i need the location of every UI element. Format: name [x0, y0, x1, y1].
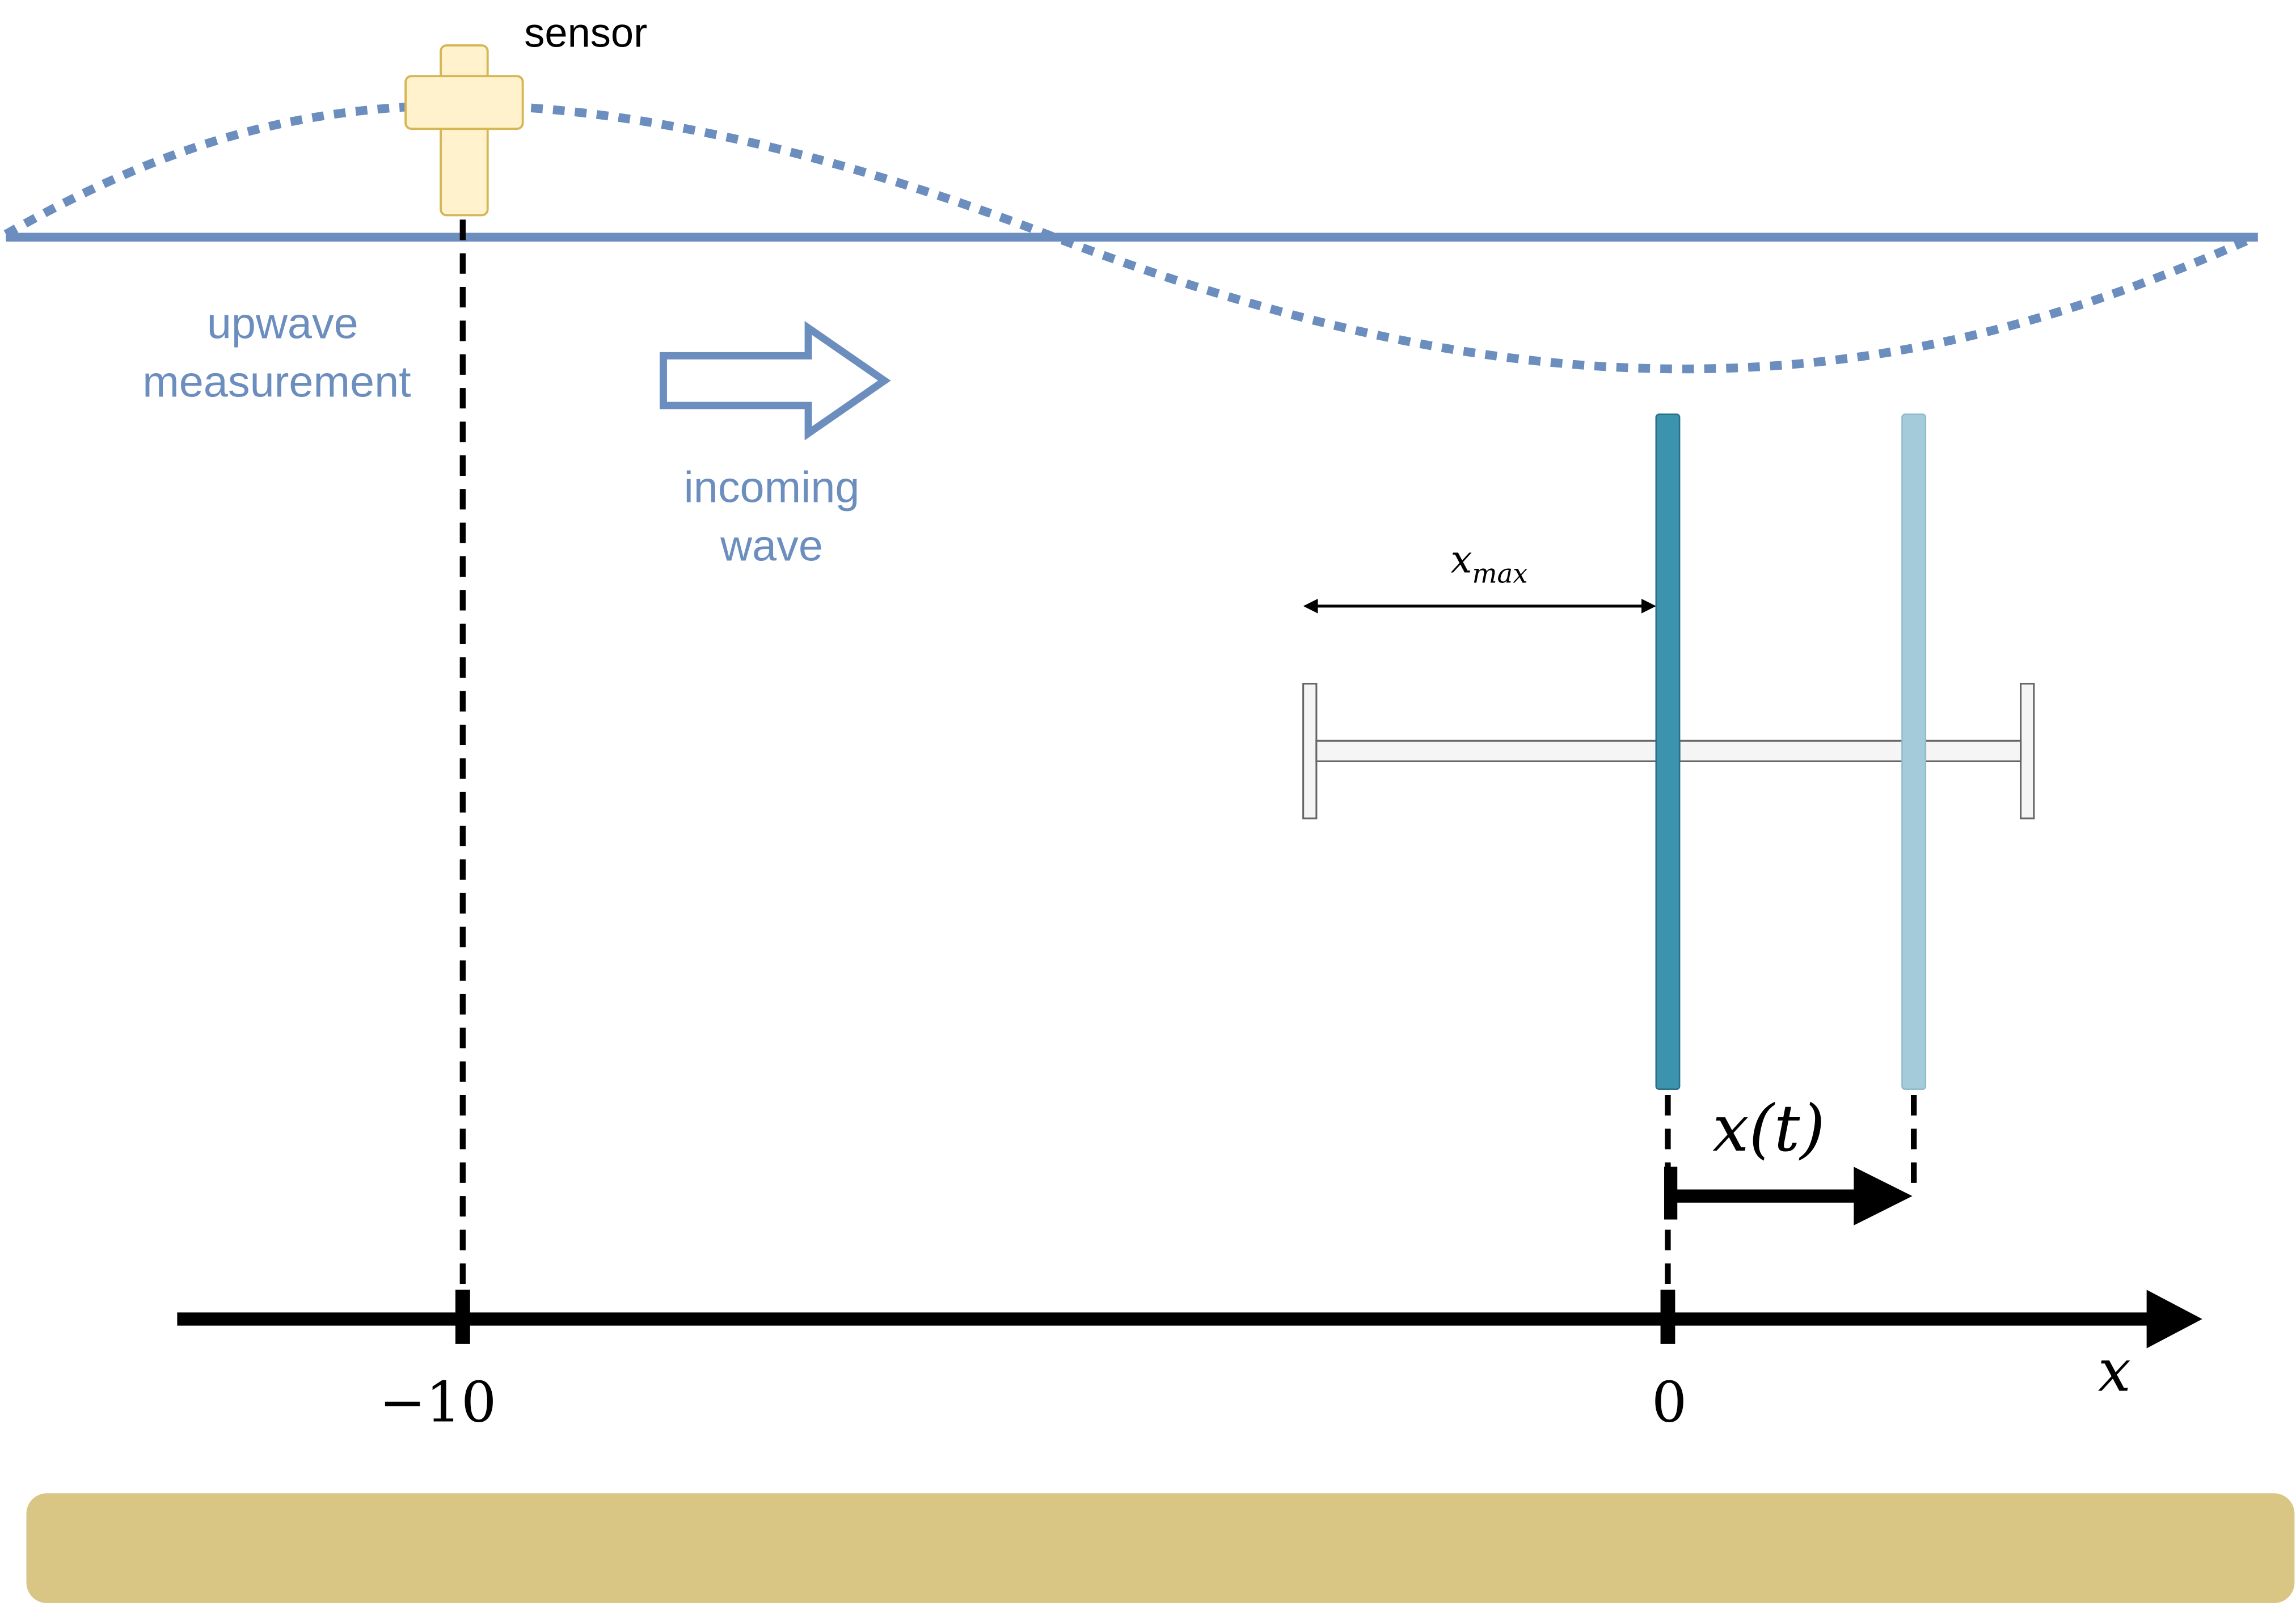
displacement-arrowhead: [1854, 1167, 1913, 1225]
incoming-wave-arrow-icon: [660, 320, 891, 441]
rail-bar-left: [1315, 739, 1658, 762]
upwave-label-line2: measurement: [142, 358, 411, 407]
rail-bar-right: [1678, 739, 2022, 762]
paddle-displaced: [1901, 413, 1927, 1090]
upwave-label-line1: upwave: [207, 299, 358, 348]
xmax-subscript: max: [1472, 558, 1527, 589]
seabed: [26, 1493, 2295, 1603]
axis-tick-label-minus10: −10: [379, 1371, 496, 1435]
displacement-label: x(t): [1712, 1091, 1825, 1166]
sensor-label: sensor: [524, 11, 647, 56]
incoming-label-line1: incoming: [684, 463, 860, 512]
rail-end-left: [1302, 683, 1318, 819]
rail-end-right: [2020, 683, 2035, 819]
x-axis-arrowhead: [2146, 1290, 2202, 1349]
incoming-label-line2: wave: [720, 522, 823, 570]
sensor-icon: [404, 44, 524, 217]
paddle-rest: [1655, 413, 1681, 1090]
xmax-label: xmax: [1451, 537, 1528, 589]
axis-tick-label-0: 0: [1652, 1371, 1687, 1435]
x-axis-label: x: [2098, 1337, 2131, 1405]
wave-profile: [3, 101, 2257, 374]
